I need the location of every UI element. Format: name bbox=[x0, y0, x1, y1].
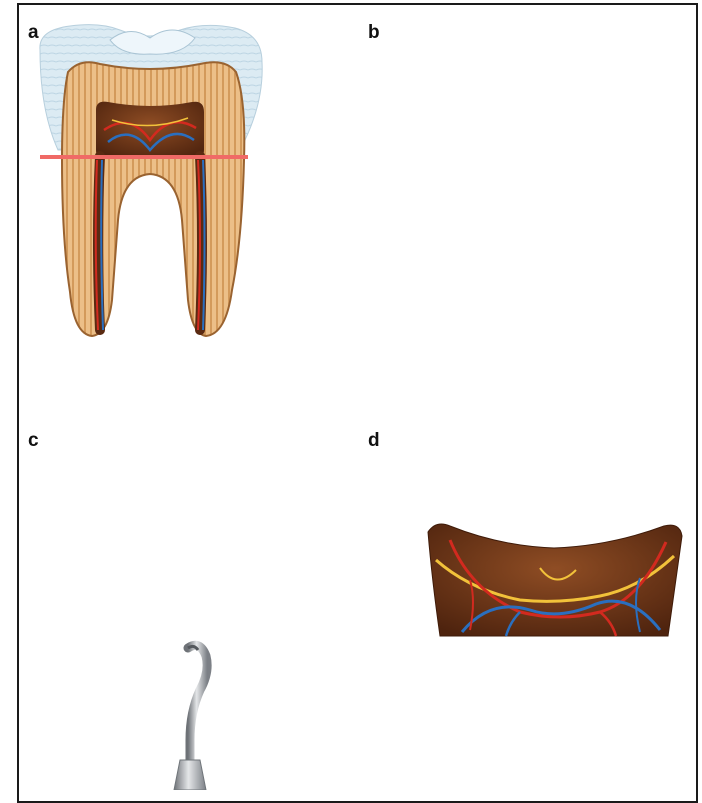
molar-crown-section-icon bbox=[410, 25, 632, 180]
molar-tooth-icon bbox=[40, 25, 262, 336]
pulp-tissue-icon bbox=[428, 524, 682, 636]
dental-excavator-icon bbox=[174, 645, 207, 790]
molar-crown-section-c-icon bbox=[40, 501, 262, 696]
